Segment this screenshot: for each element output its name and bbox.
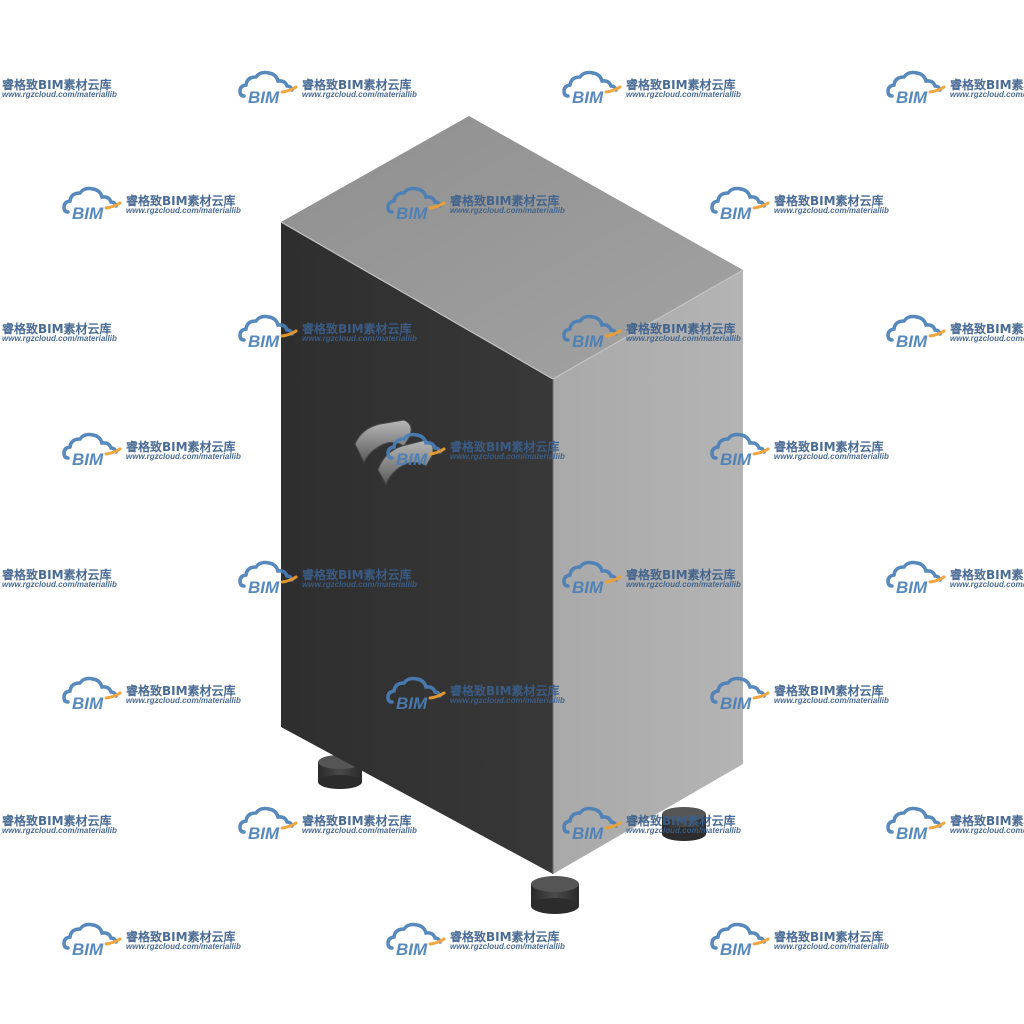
foot-back-right: [662, 807, 706, 841]
cabinet-top-face: [281, 116, 743, 379]
cabinet-front-face: [281, 222, 553, 874]
foot-front: [531, 876, 579, 914]
cabinet-side-face: [553, 270, 743, 874]
cabinet-feet: [318, 755, 706, 914]
